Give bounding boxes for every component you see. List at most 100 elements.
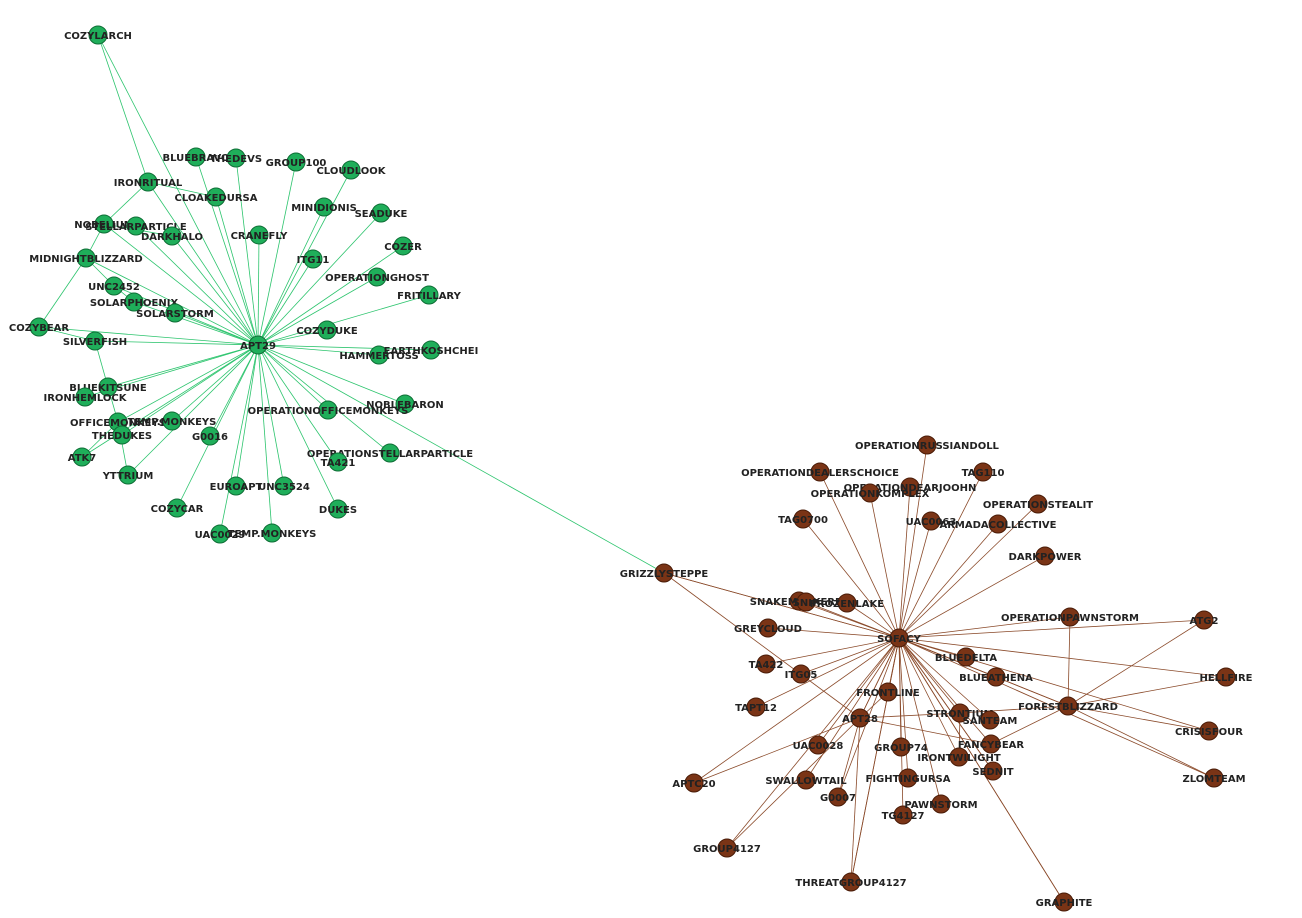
graph-node[interactable]: BLUEKITSUNE: [69, 377, 147, 397]
node-circle[interactable]: [980, 710, 1000, 730]
graph-node[interactable]: EARTHKOSHCHEI: [384, 340, 479, 360]
node-circle[interactable]: [124, 292, 144, 312]
graph-node[interactable]: UNC2452: [88, 276, 140, 296]
node-circle[interactable]: [94, 214, 114, 234]
node-circle[interactable]: [850, 708, 870, 728]
node-circle[interactable]: [758, 618, 778, 638]
node-circle[interactable]: [104, 276, 124, 296]
graph-node[interactable]: TG4127: [882, 805, 925, 825]
graph-node[interactable]: SEADUKE: [355, 203, 408, 223]
graph-node[interactable]: THEDUKES: [92, 425, 152, 445]
node-circle[interactable]: [226, 148, 246, 168]
graph-node[interactable]: CRANEFLY: [231, 225, 289, 245]
node-circle[interactable]: [165, 303, 185, 323]
node-circle[interactable]: [983, 761, 1003, 781]
graph-node[interactable]: THREATGROUP4127: [795, 872, 907, 892]
node-circle[interactable]: [860, 483, 880, 503]
node-circle[interactable]: [1054, 892, 1074, 912]
node-circle[interactable]: [1035, 546, 1055, 566]
graph-node[interactable]: THEDEVS: [210, 148, 262, 168]
graph-node[interactable]: OPERATIONSTEALIT: [983, 494, 1093, 514]
node-circle[interactable]: [893, 805, 913, 825]
graph-node[interactable]: GRIZZLYSTEPPE: [620, 563, 709, 583]
graph-node[interactable]: TAG110: [962, 462, 1005, 482]
node-circle[interactable]: [262, 523, 282, 543]
node-circle[interactable]: [118, 465, 138, 485]
graph-node[interactable]: TA421: [321, 452, 356, 472]
graph-node[interactable]: FRONTLINE: [856, 682, 920, 702]
graph-node[interactable]: BLUEBRAVO: [162, 147, 230, 167]
node-circle[interactable]: [210, 524, 230, 544]
node-circle[interactable]: [746, 697, 766, 717]
graph-node[interactable]: TEMP.MONKEYS: [128, 411, 217, 431]
node-circle[interactable]: [314, 197, 334, 217]
graph-node[interactable]: SOLARSTORM: [136, 303, 214, 323]
graph-node[interactable]: IRONHEMLOCK: [43, 387, 128, 407]
node-circle[interactable]: [808, 735, 828, 755]
graph-node[interactable]: SOFACY: [877, 628, 922, 648]
graph-node[interactable]: SILVERFISH: [63, 331, 127, 351]
graph-node[interactable]: CLOAKEDURSA: [175, 187, 258, 207]
graph-node[interactable]: FIGHTINGURSA: [865, 768, 951, 788]
node-circle[interactable]: [1060, 607, 1080, 627]
node-circle[interactable]: [1199, 721, 1219, 741]
node-circle[interactable]: [889, 628, 909, 648]
graph-node[interactable]: OPERATIONPAWNSTORM: [1001, 607, 1139, 627]
node-circle[interactable]: [369, 345, 389, 365]
node-circle[interactable]: [200, 426, 220, 446]
graph-node[interactable]: CRISISFOUR: [1175, 721, 1243, 741]
graph-node[interactable]: COZYBEAR: [9, 317, 70, 337]
graph-node[interactable]: BLUEATHENA: [959, 667, 1033, 687]
graph-node[interactable]: DARKHALO: [141, 226, 203, 246]
graph-node[interactable]: G0016: [192, 426, 228, 446]
node-circle[interactable]: [76, 248, 96, 268]
graph-node[interactable]: IRONTWILIGHT: [917, 747, 1001, 767]
graph-node[interactable]: UAC0028: [793, 735, 844, 755]
graph-node[interactable]: CLOUDLOOK: [316, 160, 387, 180]
node-circle[interactable]: [226, 476, 246, 496]
graph-node[interactable]: TA422: [749, 654, 784, 674]
graph-node[interactable]: GROUP74: [874, 737, 928, 757]
graph-node[interactable]: OPERATIONOFFICEMONKEYS: [248, 400, 409, 420]
graph-node[interactable]: OPERATIONKOMPLEX: [811, 483, 930, 503]
graph-node[interactable]: NOBELIUM: [74, 214, 134, 234]
node-circle[interactable]: [1204, 768, 1224, 788]
graph-node[interactable]: GROUP4127: [693, 838, 761, 858]
node-circle[interactable]: [828, 787, 848, 807]
node-circle[interactable]: [837, 593, 857, 613]
graph-node[interactable]: GROUP100: [266, 152, 327, 172]
graph-node[interactable]: PAWNSTORM: [904, 794, 978, 814]
node-circle[interactable]: [841, 872, 861, 892]
node-circle[interactable]: [393, 236, 413, 256]
graph-node[interactable]: SNIP: [793, 592, 820, 612]
graph-node[interactable]: G0007: [820, 787, 856, 807]
node-circle[interactable]: [75, 387, 95, 407]
graph-node[interactable]: ATK7: [68, 447, 97, 467]
graph-node[interactable]: APTC20: [672, 773, 716, 793]
graph-node[interactable]: EUROAPT: [210, 476, 263, 496]
graph-node[interactable]: OPERATIONDEALERSCHOICE: [741, 462, 899, 482]
node-circle[interactable]: [317, 320, 337, 340]
node-circle[interactable]: [88, 25, 108, 45]
graph-node[interactable]: UAC0063: [906, 511, 957, 531]
graph-node[interactable]: TAG0700: [778, 509, 828, 529]
graph-node[interactable]: IRONRITUAL: [114, 172, 183, 192]
node-circle[interactable]: [931, 794, 951, 814]
graph-node[interactable]: MIDNIGHTBLIZZARD: [29, 248, 143, 268]
node-circle[interactable]: [1194, 610, 1214, 630]
graph-node[interactable]: OPERATIONDEARJOOHN: [844, 477, 977, 497]
node-circle[interactable]: [793, 509, 813, 529]
node-circle[interactable]: [29, 317, 49, 337]
node-circle[interactable]: [1058, 696, 1078, 716]
graph-node[interactable]: SWALLOWTAIL: [765, 770, 847, 790]
graph-node[interactable]: OPERATIONRUSSIANDOLL: [855, 435, 1000, 455]
node-circle[interactable]: [956, 647, 976, 667]
node-circle[interactable]: [419, 285, 439, 305]
graph-node[interactable]: COZER: [384, 236, 422, 256]
graph-node[interactable]: HAMMERTOSS: [339, 345, 419, 365]
graph-node[interactable]: NOBLEBARON: [366, 394, 444, 414]
graph-node[interactable]: GREYCLOUD: [734, 618, 802, 638]
node-circle[interactable]: [85, 331, 105, 351]
node-circle[interactable]: [986, 667, 1006, 687]
node-circle[interactable]: [98, 377, 118, 397]
